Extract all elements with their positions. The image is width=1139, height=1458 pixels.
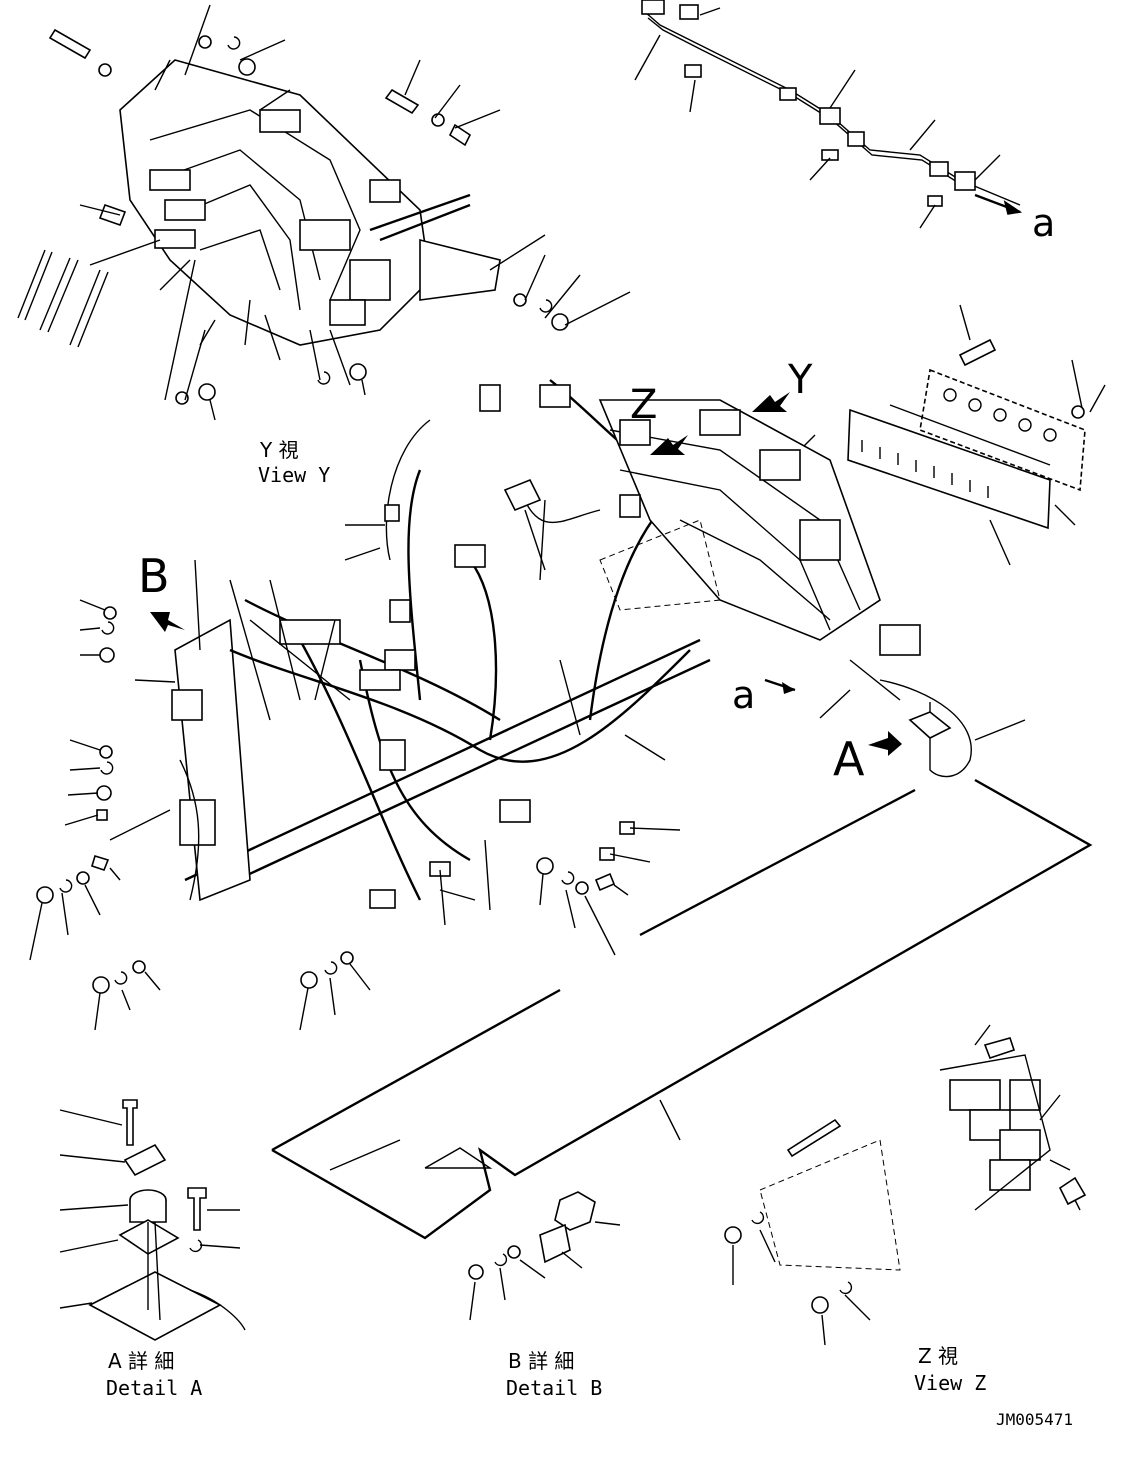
- view-z-parts: [724, 1024, 1087, 1346]
- main-fasteners: [29, 499, 1026, 1031]
- detail-a-parts: [59, 1099, 246, 1341]
- gasket-plate: [799, 304, 1106, 566]
- detail-b-title-jp: B 詳 細: [508, 1349, 574, 1373]
- view-arrow-label-b: B: [138, 549, 170, 603]
- view-z-title-en: View Z: [914, 1371, 986, 1395]
- view-arrows: [150, 392, 902, 756]
- view-arrow-label-z: Z: [630, 382, 657, 428]
- arrow-label-a-mid: a: [732, 673, 755, 717]
- view-arrow-label-y: Y: [787, 357, 813, 403]
- top-right-cable: [634, 0, 1023, 229]
- view-y-assembly: [17, 4, 631, 421]
- detail-b-title-en: Detail B: [506, 1376, 602, 1400]
- view-y-title-en: View Y: [258, 463, 330, 487]
- drawing-number: JM005471: [996, 1410, 1073, 1429]
- detail-a-title-en: Detail A: [106, 1376, 202, 1400]
- floor-mat: [271, 778, 1093, 1240]
- view-arrow-label-a: A: [833, 732, 865, 786]
- arrow-label-a-top: a: [1032, 201, 1055, 245]
- view-z-title-jp: Z 視: [918, 1344, 958, 1368]
- detail-a-title-jp: A 詳 細: [108, 1349, 174, 1373]
- main-harness: [171, 379, 972, 1271]
- detail-b-parts: [468, 1191, 621, 1321]
- view-y-title-jp: Y 視: [259, 438, 299, 462]
